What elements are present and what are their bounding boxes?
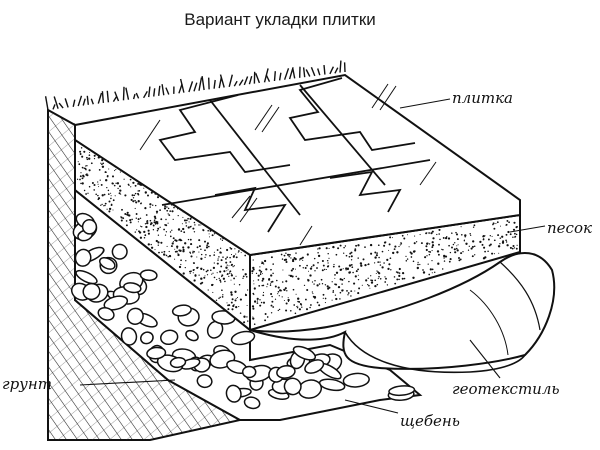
tile-shading [139, 83, 437, 246]
tile-joints [158, 77, 431, 233]
diagram-title: Вариант укладки плитки [184, 10, 376, 29]
tile-layer [74, 73, 521, 257]
label-gravel: щебень [400, 412, 460, 430]
geotextile-layer [249, 251, 556, 374]
label-tile: плитка [452, 89, 513, 107]
label-geotextile: геотекстиль [452, 380, 560, 398]
grass-edge [44, 60, 346, 111]
label-soil: грунт [2, 375, 52, 393]
leader-lines [79, 98, 546, 414]
gravel-stones [70, 212, 416, 410]
label-sand: песок [547, 219, 592, 237]
gravel-layer [70, 187, 423, 421]
